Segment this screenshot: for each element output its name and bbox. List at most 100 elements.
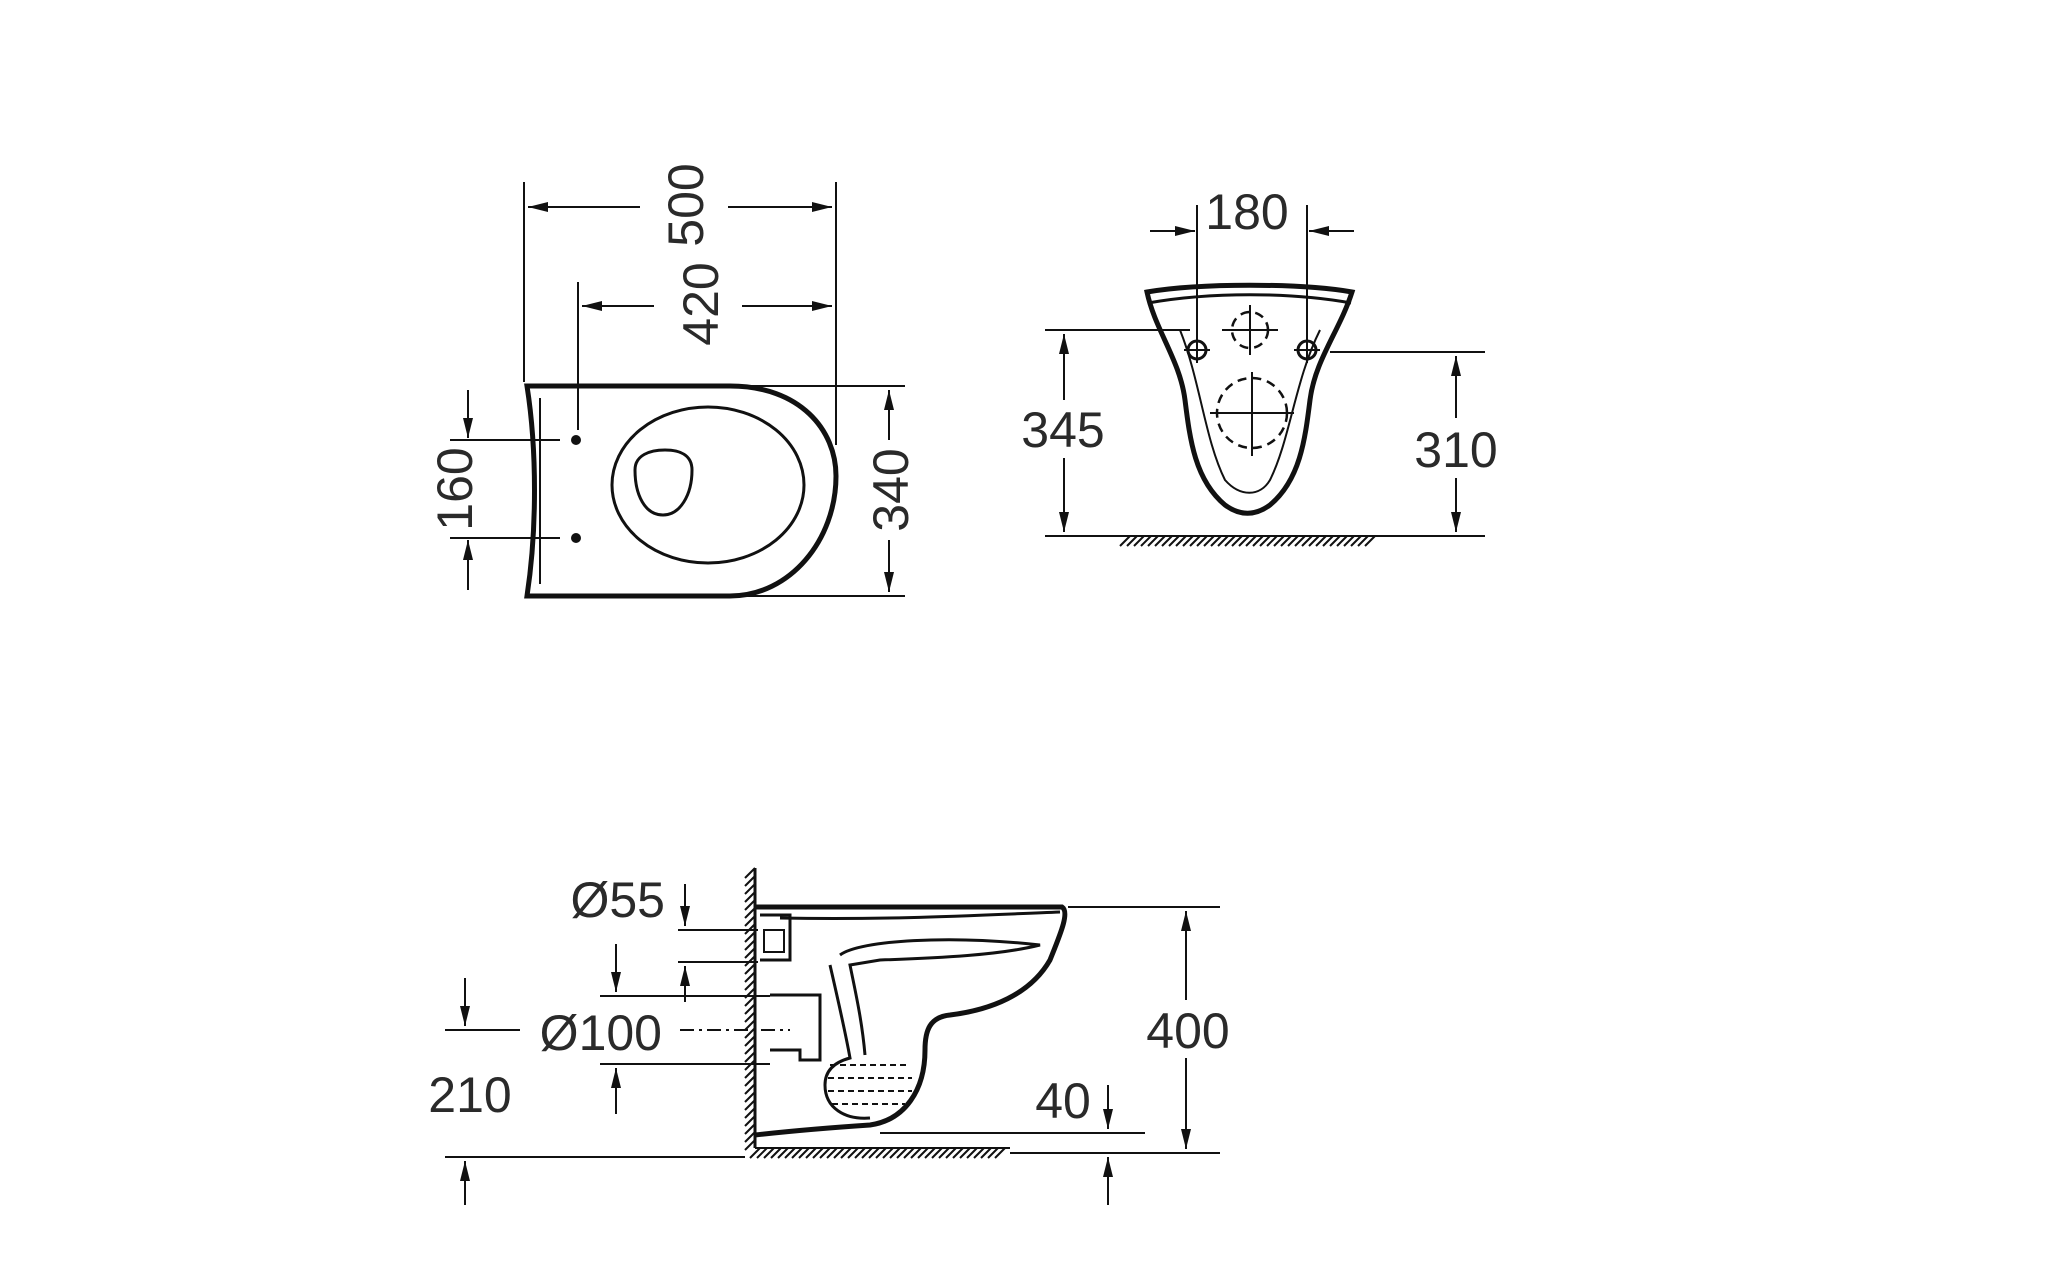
hatch-stroke [798, 1147, 810, 1159]
hatch-stroke [744, 883, 756, 895]
hatch-stroke [875, 1147, 887, 1159]
hatch-stroke [1287, 535, 1299, 547]
hatch-stroke [840, 1147, 852, 1159]
dim-label-210: 210 [428, 1067, 511, 1123]
bowl-outline-front [1144, 282, 1356, 516]
hatch-stroke [1133, 535, 1145, 547]
hatch-stroke [744, 963, 756, 975]
floor-hatch-side [749, 1147, 1006, 1159]
hatch-stroke [744, 995, 756, 1007]
hatch-stroke [1364, 535, 1376, 547]
hatch-stroke [756, 1147, 768, 1159]
hatch-stroke [1259, 535, 1271, 547]
hatch-stroke [744, 979, 756, 991]
dim-label-d100: Ø100 [540, 1005, 662, 1061]
hatch-stroke [791, 1147, 803, 1159]
bolt-marker-left [1184, 337, 1210, 363]
outlet-fitting [770, 993, 822, 1062]
hatch-stroke [1252, 535, 1264, 547]
hatch-stroke [868, 1147, 880, 1159]
dim-label-d55: Ø55 [570, 872, 665, 928]
hatch-stroke [917, 1147, 929, 1159]
hatch-stroke [744, 1139, 756, 1151]
hatch-stroke [1231, 535, 1243, 547]
hatch-stroke [744, 1003, 756, 1015]
hatch-stroke [744, 1043, 756, 1055]
hatch-stroke [744, 1115, 756, 1127]
hatch-stroke [1357, 535, 1369, 547]
hatch-stroke [861, 1147, 873, 1159]
hatch-stroke [938, 1147, 950, 1159]
hatch-stroke [1203, 535, 1215, 547]
hatch-stroke [1217, 535, 1229, 547]
seat-opening [610, 405, 806, 565]
hatch-stroke [1329, 535, 1341, 547]
dim-label-310: 310 [1414, 422, 1497, 478]
inner-bowl-top [633, 448, 694, 517]
hatch-stroke [1238, 535, 1250, 547]
dim-label-40: 40 [1035, 1073, 1091, 1129]
hatch-stroke [1294, 535, 1306, 547]
hatch-stroke [952, 1147, 964, 1159]
top-view: 500 420 160 340 [427, 163, 919, 599]
hatch-stroke [1196, 535, 1208, 547]
hatch-stroke [744, 947, 756, 959]
hatch-stroke [1308, 535, 1320, 547]
hatch-stroke [744, 867, 756, 879]
hatch-stroke [882, 1147, 894, 1159]
hatch-stroke [784, 1147, 796, 1159]
hatch-stroke [1301, 535, 1313, 547]
front-view: 180 [1021, 184, 1498, 547]
hatch-stroke [744, 915, 756, 927]
hatch-stroke [1126, 535, 1138, 547]
hatch-stroke [1189, 535, 1201, 547]
hatch-stroke [1336, 535, 1348, 547]
fixing-hole-lower [571, 533, 581, 543]
hatch-stroke [744, 1019, 756, 1031]
hatch-stroke [744, 1083, 756, 1095]
water-line [828, 1064, 912, 1105]
hatch-stroke [1119, 535, 1131, 547]
hatch-stroke [749, 1147, 761, 1159]
hatch-stroke [812, 1147, 824, 1159]
dim-label-180: 180 [1205, 184, 1288, 240]
hatch-stroke [1224, 535, 1236, 547]
hatch-stroke [833, 1147, 845, 1159]
hatch-stroke [931, 1147, 943, 1159]
hatch-stroke [924, 1147, 936, 1159]
hatch-stroke [763, 1147, 775, 1159]
hatch-stroke [777, 1147, 789, 1159]
trap-outline [839, 938, 1041, 1056]
hatch-stroke [980, 1147, 992, 1159]
hatch-stroke [744, 1075, 756, 1087]
hatch-stroke [1266, 535, 1278, 547]
hatch-stroke [770, 1147, 782, 1159]
hatch-stroke [744, 1123, 756, 1135]
hatch-stroke [1168, 535, 1180, 547]
hatch-stroke [1343, 535, 1355, 547]
hatch-stroke [854, 1147, 866, 1159]
hatch-stroke [744, 1011, 756, 1023]
hatch-stroke [889, 1147, 901, 1159]
bolt-marker-right [1294, 337, 1320, 363]
hatch-stroke [1161, 535, 1173, 547]
hatch-stroke [847, 1147, 859, 1159]
dim-label-345: 345 [1021, 402, 1104, 458]
dim-label-420: 420 [673, 262, 729, 345]
hatch-stroke [744, 931, 756, 943]
hatch-stroke [973, 1147, 985, 1159]
hatch-stroke [1147, 535, 1159, 547]
hatch-stroke [966, 1147, 978, 1159]
hatch-stroke [896, 1147, 908, 1159]
hatch-stroke [819, 1147, 831, 1159]
hatch-stroke [1154, 535, 1166, 547]
dim-label-160: 160 [427, 447, 483, 530]
hatch-stroke [1140, 535, 1152, 547]
hatch-stroke [744, 891, 756, 903]
hatch-stroke [744, 1051, 756, 1063]
hatch-stroke [744, 971, 756, 983]
hatch-stroke [910, 1147, 922, 1159]
hatch-stroke [1175, 535, 1187, 547]
hatch-stroke [744, 1035, 756, 1047]
